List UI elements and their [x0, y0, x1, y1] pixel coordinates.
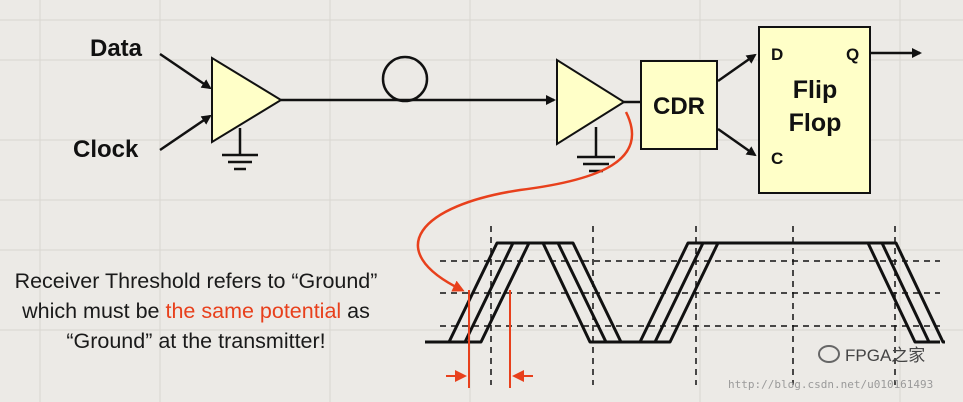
skew-markers — [446, 290, 533, 388]
threshold-caption: Receiver Threshold refers to “Ground” wh… — [12, 266, 380, 356]
threshold-pointer-arrow — [416, 111, 634, 292]
pin-q-label: Q — [846, 45, 859, 64]
brand-name: FPGA之家 — [845, 346, 926, 365]
clock-label: Clock — [73, 136, 139, 163]
caption-part2: as “Ground” at the transmitter! — [66, 299, 370, 353]
flip-flop-label-line1: Flip — [793, 76, 837, 104]
cdr-to-d-arrow — [717, 53, 757, 83]
cdr-label: CDR — [653, 93, 705, 120]
transmitter-buffer — [211, 56, 283, 144]
clock-input-arrow — [159, 114, 212, 152]
cdr-block — [640, 60, 718, 150]
brand-watermark: FPGA之家 — [818, 341, 925, 366]
url-watermark: http://blog.csdn.net/u010161493 — [728, 378, 934, 391]
pin-d-label: D — [771, 45, 783, 64]
flip-flop-block — [758, 26, 871, 194]
eye-diagram — [425, 226, 945, 388]
receiver-ground-icon — [577, 127, 615, 173]
data-label: Data — [90, 35, 143, 62]
timing-guides — [490, 226, 896, 385]
data-input-arrow — [159, 52, 212, 90]
transmitter-ground-icon — [222, 128, 258, 171]
caption-highlight: the same potential — [165, 299, 342, 323]
chat-bubble-icon — [818, 344, 840, 363]
flip-flop-label-line2: Flop — [789, 109, 842, 137]
caption-part1: Receiver Threshold refers to “Ground” wh… — [14, 269, 378, 323]
receiver-buffer — [556, 58, 626, 146]
cdr-to-c-arrow — [717, 127, 757, 157]
pin-c-label: C — [771, 149, 783, 168]
cable-loop-icon — [381, 55, 429, 103]
waveform-set — [425, 241, 945, 344]
waveform-late — [425, 241, 945, 344]
